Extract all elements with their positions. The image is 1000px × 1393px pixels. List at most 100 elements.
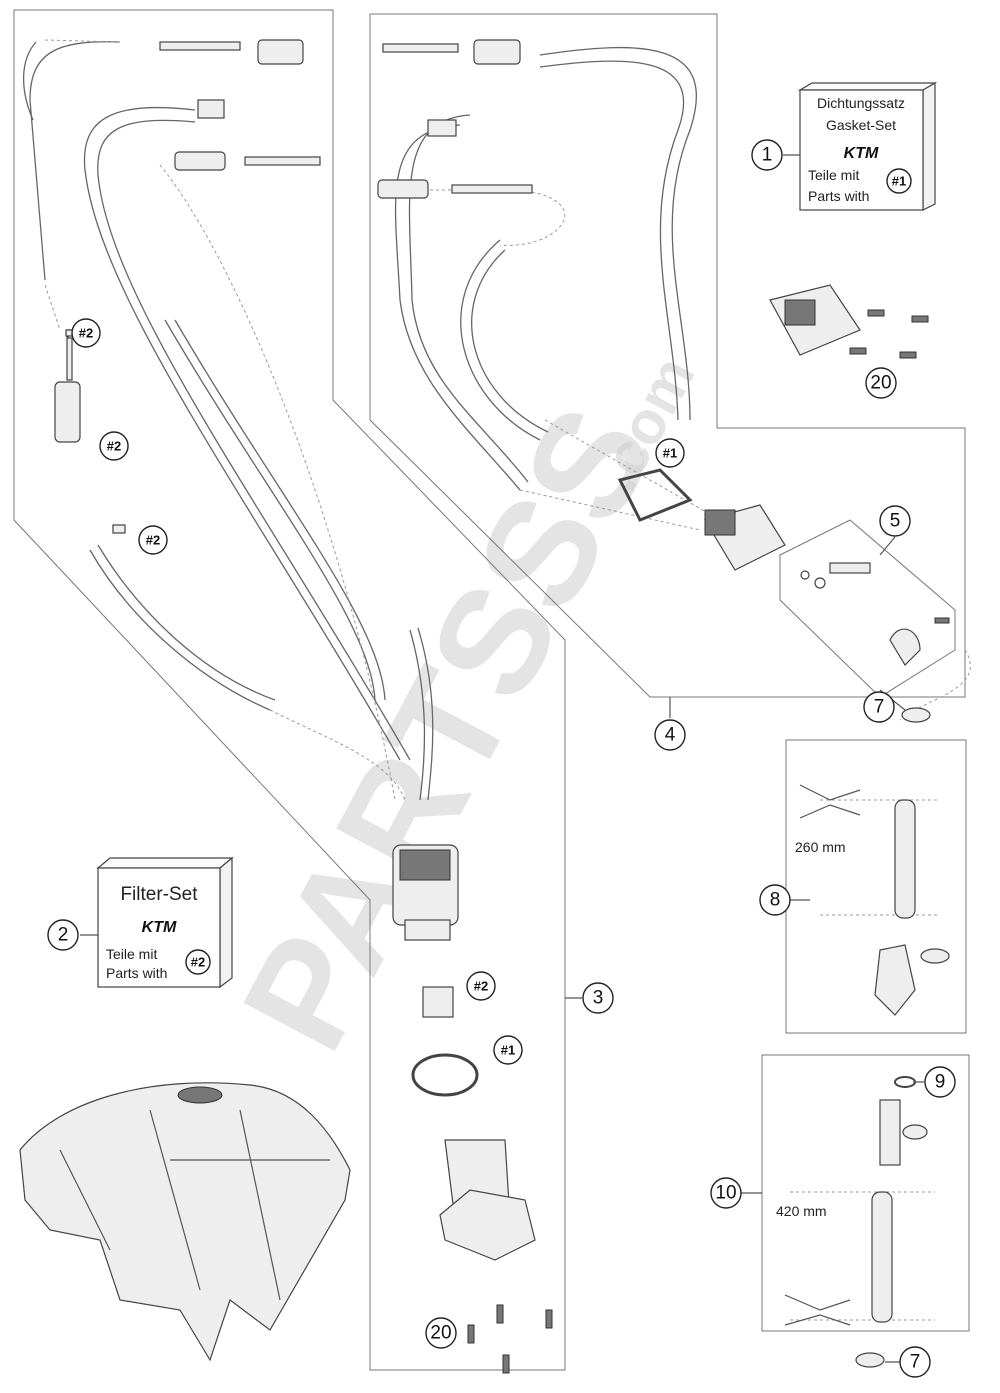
pump-mounting-flange bbox=[439, 1189, 536, 1261]
group-frame-left bbox=[13, 9, 566, 1371]
svg-text:7: 7 bbox=[910, 1352, 921, 1373]
hose-length-10: 420 mm bbox=[776, 1203, 827, 1219]
callout-7: 7 bbox=[863, 691, 895, 723]
gasket-set-title-de: Dichtungssatz bbox=[817, 95, 905, 111]
filter-set-title: Filter-Set bbox=[120, 884, 198, 905]
pump-head bbox=[399, 849, 451, 881]
svg-text:20: 20 bbox=[430, 1323, 451, 1344]
hose-clamp bbox=[901, 707, 931, 723]
hose-fitting bbox=[382, 43, 459, 53]
bolt bbox=[911, 315, 929, 323]
group-frame-top bbox=[369, 13, 966, 698]
parts-with-label-de: Teile mit bbox=[106, 946, 157, 962]
hose bbox=[89, 544, 276, 711]
svg-text:#2: #2 bbox=[474, 979, 488, 994]
bolt bbox=[849, 347, 867, 355]
bolt bbox=[467, 1324, 475, 1344]
o-ring bbox=[800, 570, 810, 580]
callout-2: 2 bbox=[47, 919, 79, 951]
ref-marker-1: #1 bbox=[493, 1035, 523, 1065]
bolt bbox=[502, 1354, 510, 1374]
parts-with-label-en: Parts with bbox=[106, 965, 167, 981]
callout-20: 20 bbox=[865, 367, 897, 399]
gasket-set-box: Dichtungssatz Gasket-Set KTM Teile mit P… bbox=[797, 81, 938, 211]
hose bbox=[22, 41, 121, 281]
svg-text:2: 2 bbox=[58, 925, 69, 946]
svg-text:#1: #1 bbox=[663, 446, 677, 461]
svg-text:#2: #2 bbox=[191, 955, 205, 970]
callout-7: 7 bbox=[899, 1346, 931, 1378]
bolt bbox=[867, 309, 885, 317]
ref-marker-2: #2 bbox=[466, 971, 496, 1001]
hose-8-parts bbox=[799, 707, 950, 1016]
hose bbox=[164, 319, 386, 701]
pump-flange-housing bbox=[704, 509, 736, 536]
box-top-face bbox=[797, 82, 938, 91]
hose-length-8: 260 mm bbox=[795, 839, 846, 855]
bolt bbox=[899, 351, 917, 359]
hose bbox=[409, 627, 434, 801]
clip bbox=[112, 524, 126, 534]
hose bbox=[394, 114, 529, 491]
callout-20: 20 bbox=[425, 1317, 457, 1349]
svg-text:#2: #2 bbox=[79, 326, 93, 341]
routing-line bbox=[430, 189, 721, 531]
hose-fitting bbox=[159, 41, 241, 51]
tank-filler-opening bbox=[177, 1086, 223, 1104]
bolts bbox=[467, 309, 950, 1374]
svg-text:7: 7 bbox=[874, 697, 885, 718]
filter-set-box: Filter-Set KTM Teile mit Parts with #2 bbox=[96, 856, 234, 989]
ref-marker-1: #1 bbox=[886, 168, 912, 194]
svg-text:8: 8 bbox=[770, 890, 781, 911]
callout-9: 9 bbox=[924, 1066, 956, 1098]
hose-10-parts bbox=[784, 1076, 935, 1368]
ref-marker-2: #2 bbox=[138, 525, 168, 555]
svg-text:3: 3 bbox=[593, 988, 604, 1009]
bolt bbox=[934, 617, 950, 624]
svg-text:10: 10 bbox=[715, 1183, 736, 1204]
hose bbox=[83, 106, 411, 761]
valve-insert bbox=[829, 562, 871, 574]
ref-marker-2: #2 bbox=[99, 431, 129, 461]
watermark: PARTSSS .com bbox=[210, 346, 708, 1075]
hose bbox=[871, 1191, 893, 1323]
pump-sleeve bbox=[422, 986, 454, 1018]
ref-marker-2: #2 bbox=[71, 318, 101, 348]
cut-line bbox=[820, 799, 940, 916]
box-side-face bbox=[219, 856, 233, 989]
hose bbox=[894, 799, 916, 919]
svg-text:5: 5 bbox=[890, 511, 901, 532]
gasket-set-title-en: Gasket-Set bbox=[826, 117, 896, 133]
pump-base bbox=[404, 919, 451, 941]
gasket bbox=[617, 468, 693, 522]
svg-text:4: 4 bbox=[665, 725, 676, 746]
callout-8: 8 bbox=[759, 884, 791, 916]
svg-text:1: 1 bbox=[762, 145, 773, 166]
o-ring bbox=[894, 1076, 916, 1088]
ktm-logo: KTM bbox=[142, 919, 177, 936]
callout-5: 5 bbox=[879, 505, 911, 537]
group-frame-5 bbox=[779, 519, 956, 698]
callout-10: 10 bbox=[710, 1177, 742, 1209]
group-frame-8 bbox=[785, 739, 967, 1034]
pump-seal-ring bbox=[411, 1053, 479, 1097]
hose bbox=[460, 239, 549, 441]
fuel-pump bbox=[392, 844, 536, 1261]
parts-with-label-en: Parts with bbox=[808, 188, 869, 204]
box-side-face bbox=[922, 81, 936, 211]
svg-text:#1: #1 bbox=[501, 1043, 515, 1058]
scissors-icon bbox=[784, 1294, 851, 1326]
callout-4: 4 bbox=[654, 719, 686, 751]
svg-text:20: 20 bbox=[870, 373, 891, 394]
bolt bbox=[496, 1304, 504, 1324]
callout-3: 3 bbox=[582, 982, 614, 1014]
fuel-filter bbox=[54, 381, 81, 443]
svg-text:#1: #1 bbox=[892, 174, 906, 189]
svg-text:#2: #2 bbox=[107, 439, 121, 454]
box-top-face bbox=[96, 857, 234, 869]
hose-fitting bbox=[451, 184, 533, 194]
connector bbox=[427, 119, 457, 137]
hose-clamp bbox=[855, 1352, 885, 1368]
ref-marker-2: #2 bbox=[185, 949, 211, 975]
